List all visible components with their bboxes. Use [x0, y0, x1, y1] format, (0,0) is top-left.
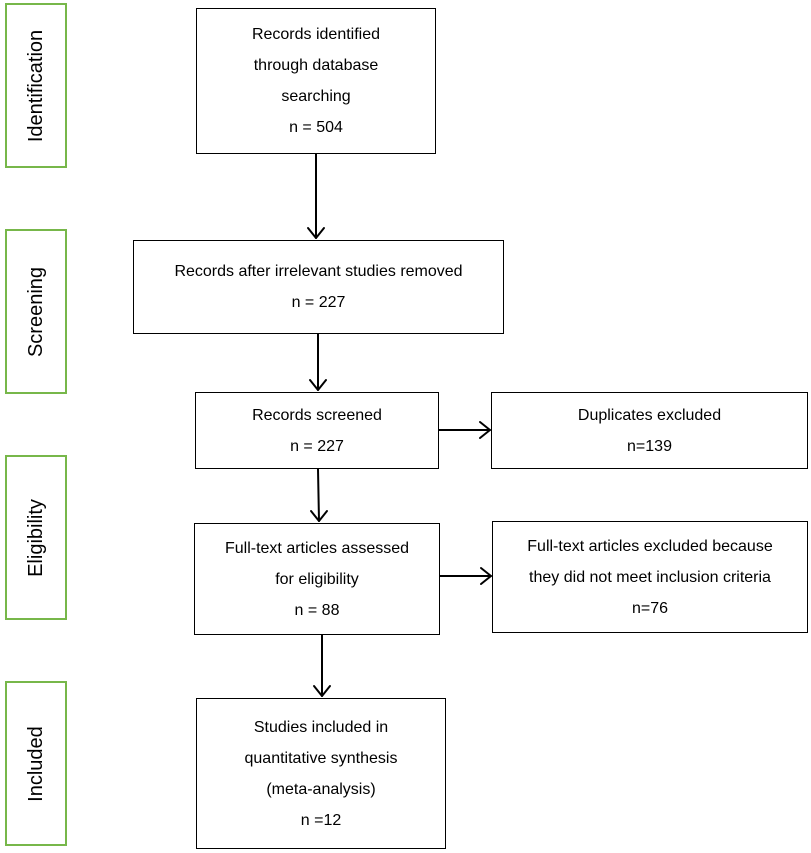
- box-duplicates-excluded-count: n=139: [627, 437, 672, 455]
- box-fulltext-assessed: Full-text articles assessed for eligibil…: [194, 523, 440, 635]
- stage-screening: Screening: [5, 229, 67, 394]
- box-records-identified-line3: searching: [281, 88, 351, 105]
- box-records-screened-line1: Records screened: [252, 406, 382, 424]
- box-fulltext-excluded-line2: they did not meet inclusion criteria: [529, 568, 771, 586]
- box-fulltext-assessed-line1: Full-text articles assessed: [224, 539, 410, 557]
- stage-eligibility-label: Eligibility: [25, 498, 47, 577]
- box-fulltext-assessed-line2: for eligibility: [275, 570, 359, 588]
- box-fulltext-excluded-count: n=76: [631, 599, 669, 617]
- box-records-after-removal: Records after irrelevant studies removed…: [133, 240, 504, 334]
- box-fulltext-excluded: Full-text articles excluded because they…: [492, 521, 808, 633]
- box-studies-included: Studies included in quantitative synthes…: [196, 698, 446, 849]
- box-records-screened: Records screened n = 227: [195, 392, 439, 469]
- arrow-fulltext-to-included: [313, 634, 331, 697]
- arrow-fulltext-to-excluded: [439, 567, 492, 585]
- box-studies-included-line3: (meta-analysis): [266, 780, 376, 798]
- stage-eligibility: Eligibility: [5, 455, 67, 620]
- box-records-identified-count: n = 504: [289, 119, 343, 136]
- box-records-screened-count: n = 227: [290, 437, 344, 455]
- arrow-screened-to-fulltext: [310, 468, 328, 522]
- stage-identification-label: Identification: [25, 29, 47, 142]
- box-records-after-removal-count: n = 227: [291, 294, 346, 311]
- stage-included: Included: [5, 681, 67, 846]
- box-studies-included-line2: quantitative synthesis: [244, 749, 398, 767]
- stage-screening-label: Screening: [25, 266, 47, 357]
- arrow-identified-to-screening: [307, 153, 325, 239]
- box-records-identified: Records identified through database sear…: [196, 8, 436, 154]
- stage-identification: Identification: [5, 3, 67, 168]
- box-records-identified-line2: through database: [253, 57, 379, 74]
- box-fulltext-assessed-count: n = 88: [294, 601, 340, 619]
- box-studies-included-line1: Studies included in: [253, 718, 389, 736]
- arrow-removed-to-screened: [309, 333, 327, 391]
- arrow-screened-to-duplicates: [438, 421, 491, 439]
- box-duplicates-excluded: Duplicates excluded n=139: [491, 392, 808, 469]
- box-records-identified-line1: Records identified: [251, 26, 381, 43]
- box-studies-included-count: n =12: [300, 811, 342, 829]
- stage-included-label: Included: [25, 725, 47, 802]
- box-records-after-removal-line1: Records after irrelevant studies removed: [174, 263, 463, 280]
- box-fulltext-excluded-line1: Full-text articles excluded because: [527, 537, 773, 555]
- box-duplicates-excluded-line1: Duplicates excluded: [577, 406, 722, 424]
